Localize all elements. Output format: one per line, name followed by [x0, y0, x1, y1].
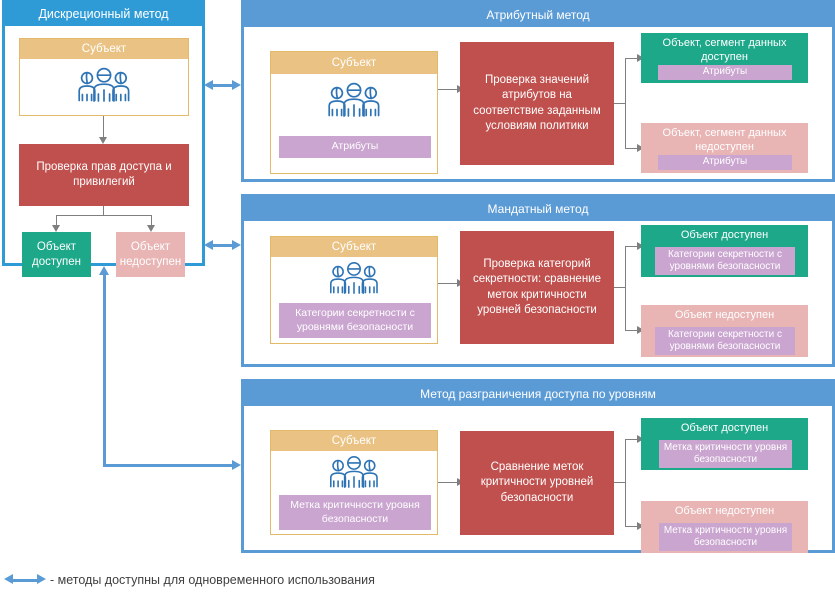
link-arrow-right-attribute	[232, 80, 241, 90]
link-line-attribute	[212, 84, 234, 87]
attribute-subject-card: Субъект Атрибуты	[270, 51, 438, 174]
attribute-arrow-to-allow	[637, 54, 644, 62]
attribute-branch-stem	[614, 103, 626, 105]
legend: - методы доступны для одновременного исп…	[4, 570, 375, 590]
discretionary-result-allow: Объект доступен	[22, 232, 91, 277]
mandatory-result-allow-label: Объект доступен	[680, 229, 769, 241]
levels-branch-top	[625, 439, 639, 441]
levels-arrow-to-allow	[637, 435, 644, 443]
panel-levels-title: Метод разграничения доступа по уровням	[244, 382, 832, 406]
discretionary-arrow-down-allow	[52, 225, 60, 232]
discretionary-arrow-down-decision	[99, 137, 107, 144]
discretionary-branch-bar	[56, 215, 152, 217]
mandatory-result-deny: Объект недоступен Категории секретности …	[641, 305, 808, 357]
link-arrow-right-mandatory	[232, 240, 241, 250]
mandatory-subject-figure	[271, 257, 437, 302]
three-people-icon	[328, 82, 380, 117]
panel-mandatory-body: Субъект Категории секретности с уровнями…	[244, 221, 832, 364]
mandatory-branch-stem	[614, 287, 626, 289]
levels-subject-figure	[271, 451, 437, 496]
levels-branch-bottom	[625, 526, 639, 528]
panel-discretionary-title: Дискреционный метод	[5, 3, 202, 26]
attribute-subject-label: Субъект	[271, 52, 437, 74]
legend-text: - методы доступны для одновременного исп…	[50, 573, 375, 587]
mandatory-result-deny-label: Объект недоступен	[674, 309, 775, 321]
link-line-levels-horizontal	[103, 464, 234, 467]
mandatory-arrow-to-allow	[637, 242, 644, 250]
attribute-result-deny-chip: Атрибуты	[658, 155, 792, 170]
mandatory-subject-card: Субъект Категории секретности с уровнями…	[270, 236, 438, 344]
mandatory-subject-chip: Категории секретности с уровнями безопас…	[279, 303, 431, 338]
panel-attribute-method: Атрибутный метод Субъект Атрибуты	[241, 0, 835, 182]
link-arrow-left-mandatory	[204, 240, 213, 250]
attribute-result-deny: Объект, сегмент данных недоступен Атрибу…	[641, 123, 808, 173]
panel-attribute-body: Субъект Атрибуты Проверка значений атриб…	[244, 27, 832, 179]
discretionary-arrow-down-deny	[147, 225, 155, 232]
attribute-result-allow: Объект, сегмент данных доступен Атрибуты	[641, 33, 808, 83]
discretionary-subject-card: Субъект	[19, 38, 189, 116]
attribute-result-allow-chip: Атрибуты	[658, 65, 792, 80]
attribute-branch-bar	[625, 58, 627, 149]
attribute-decision-box: Проверка значений атрибутов на соответст…	[460, 42, 614, 165]
discretionary-branch-left-drop	[56, 215, 58, 227]
attribute-result-deny-label: Объект, сегмент данных недоступен	[662, 127, 787, 153]
levels-arrow-to-deny	[637, 522, 644, 530]
panel-mandatory-title: Мандатный метод	[244, 197, 832, 221]
link-arrow-left-attribute	[204, 80, 213, 90]
discretionary-branch-right-drop	[151, 215, 153, 227]
panel-levels-body: Субъект Метка критичности уровня безопас…	[244, 406, 832, 553]
attribute-subject-figure	[271, 74, 437, 130]
mandatory-result-allow-chip: Категории секретности с уровнями безопас…	[655, 247, 795, 275]
attribute-subject-chip: Атрибуты	[279, 136, 431, 158]
discretionary-subject-figure	[20, 59, 188, 115]
link-arrow-right-levels	[232, 460, 241, 470]
panel-levels-method: Метод разграничения доступа по уровням С…	[241, 379, 835, 553]
mandatory-branch-top	[625, 246, 639, 248]
attribute-connector-subject-decision	[438, 89, 460, 91]
attribute-result-allow-label: Объект, сегмент данных доступен	[662, 37, 787, 63]
levels-subject-card: Субъект Метка критичности уровня безопас…	[270, 430, 438, 535]
levels-subject-label: Субъект	[271, 431, 437, 451]
discretionary-connector-subject-decision	[103, 116, 105, 139]
levels-result-deny-chip: Метка критичности уровня безопасности	[659, 523, 792, 551]
discretionary-subject-label: Субъект	[20, 39, 188, 59]
discretionary-branch-stem	[103, 206, 105, 216]
mandatory-subject-label: Субъект	[271, 237, 437, 257]
levels-branch-stem	[614, 482, 626, 484]
levels-result-allow-label: Объект доступен	[680, 422, 769, 434]
three-people-icon	[78, 67, 130, 102]
attribute-branch-top	[625, 58, 639, 60]
levels-branch-bar	[625, 439, 627, 527]
panel-discretionary-body: Субъект	[5, 26, 202, 277]
mandatory-branch-bar	[625, 246, 627, 331]
panel-mandatory-method: Мандатный метод Субъект Категории секрет…	[241, 194, 835, 367]
mandatory-branch-bottom	[625, 330, 639, 332]
levels-connector-subject-decision	[438, 482, 460, 484]
mandatory-result-allow: Объект доступен Категории секретности с …	[641, 225, 808, 277]
discretionary-result-deny: Объект недоступен	[116, 232, 185, 277]
link-line-levels-vertical	[103, 274, 106, 467]
levels-result-allow-chip: Метка критичности уровня безопасности	[659, 440, 792, 468]
attribute-branch-bottom	[625, 148, 639, 150]
mandatory-decision-box: Проверка категорий секретности: сравнени…	[460, 231, 614, 344]
panel-attribute-title: Атрибутный метод	[244, 3, 832, 27]
levels-decision-box: Сравнение меток критичности уровней безо…	[460, 431, 614, 535]
double-arrow-icon	[4, 574, 46, 586]
panel-discretionary-method: Дискреционный метод Субъект	[2, 0, 205, 277]
mandatory-arrow-to-deny	[637, 326, 644, 334]
discretionary-decision-box: Проверка прав доступа и привилегий	[19, 144, 189, 206]
mandatory-connector-subject-decision	[438, 283, 460, 285]
levels-result-deny: Объект недоступен Метка критичности уров…	[641, 501, 808, 553]
link-arrow-up-discretionary	[99, 266, 109, 275]
levels-subject-chip: Метка критичности уровня безопасности	[279, 495, 431, 530]
three-people-icon	[330, 261, 378, 294]
three-people-icon	[330, 455, 378, 488]
attribute-arrow-to-deny	[637, 144, 644, 152]
link-line-mandatory	[212, 244, 234, 247]
mandatory-result-deny-chip: Категории секретности с уровнями безопас…	[655, 327, 795, 355]
levels-result-deny-label: Объект недоступен	[674, 505, 775, 517]
levels-result-allow: Объект доступен Метка критичности уровня…	[641, 418, 808, 470]
